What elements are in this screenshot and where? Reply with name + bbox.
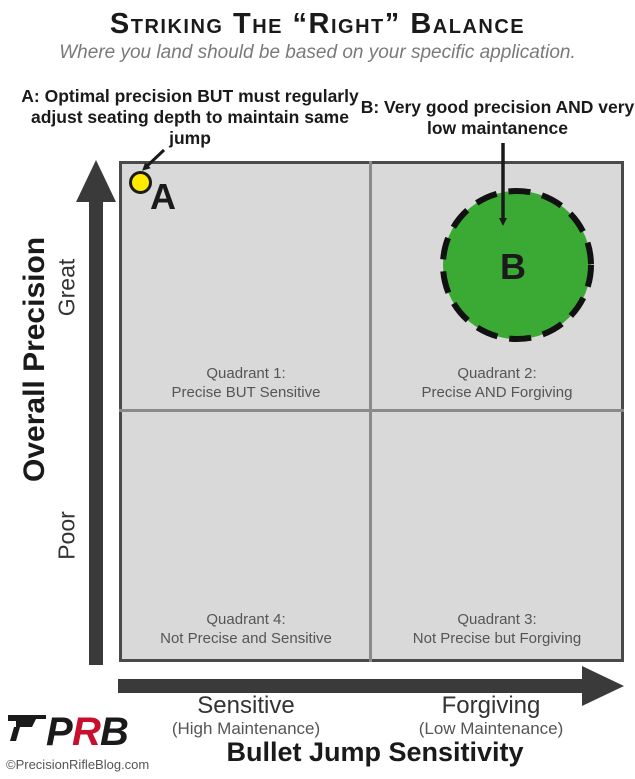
grid-horizontal-divider — [119, 409, 624, 412]
quadrant-2-desc: Precise AND Forgiving — [421, 384, 573, 401]
page-subtitle: Where you land should be based on your s… — [59, 42, 576, 63]
point-b-circle — [440, 188, 594, 342]
quadrant-3-label: Quadrant 3: Not Precise but Forgiving — [372, 610, 622, 648]
page-title: Striking The “Right” Balance — [109, 8, 526, 40]
x-axis-arrow — [118, 666, 624, 706]
x-tick-forgiving-sub: (Low Maintenance) — [418, 719, 564, 738]
x-tick-forgiving: Forgiving (Low Maintenance) — [371, 693, 611, 739]
y-tick-poor: Poor — [53, 511, 80, 560]
x-tick-forgiving-label: Forgiving — [441, 692, 541, 719]
point-a-marker — [129, 171, 152, 194]
svg-text:R: R — [72, 710, 101, 751]
quadrant-4-label: Quadrant 4: Not Precise and Sensitive — [121, 610, 371, 648]
x-axis-title: Bullet Jump Sensitivity — [226, 737, 524, 767]
quadrant-4-desc: Not Precise and Sensitive — [160, 630, 332, 647]
logo-caption: ©PrecisionRifleBlog.com — [6, 757, 150, 772]
y-axis-title: Overall Precision — [18, 236, 51, 482]
quadrant-4-name: Quadrant 4: — [206, 611, 286, 628]
quadrant-2-label: Quadrant 2: Precise AND Forgiving — [372, 364, 622, 402]
y-tick-great: Great — [53, 258, 80, 317]
callout-a-pointer — [142, 148, 166, 171]
quadrant-1-label: Quadrant 1: Precise BUT Sensitive — [121, 364, 371, 402]
x-tick-sensitive-sub: (High Maintenance) — [171, 719, 321, 738]
quadrant-2-name: Quadrant 2: — [457, 365, 537, 382]
quadrant-1-name: Quadrant 1: — [206, 365, 286, 382]
callout-b: B: Very good precision AND very low main… — [360, 97, 635, 138]
x-tick-sensitive: Sensitive (High Maintenance) — [126, 693, 366, 739]
quadrant-3-desc: Not Precise but Forgiving — [412, 630, 582, 647]
quadrant-3-name: Quadrant 3: — [457, 611, 537, 628]
quadrant-1-desc: Precise BUT Sensitive — [171, 384, 321, 401]
callout-a: A: Optimal precision BUT must regularly … — [21, 86, 359, 148]
y-axis-arrow — [76, 160, 116, 665]
point-b-label: B — [500, 246, 526, 287]
svg-text:P: P — [46, 710, 73, 751]
svg-text:B: B — [100, 710, 129, 751]
prb-logo: P R B — [8, 710, 129, 751]
x-tick-sensitive-label: Sensitive — [197, 692, 295, 719]
point-a-label: A — [150, 176, 176, 217]
